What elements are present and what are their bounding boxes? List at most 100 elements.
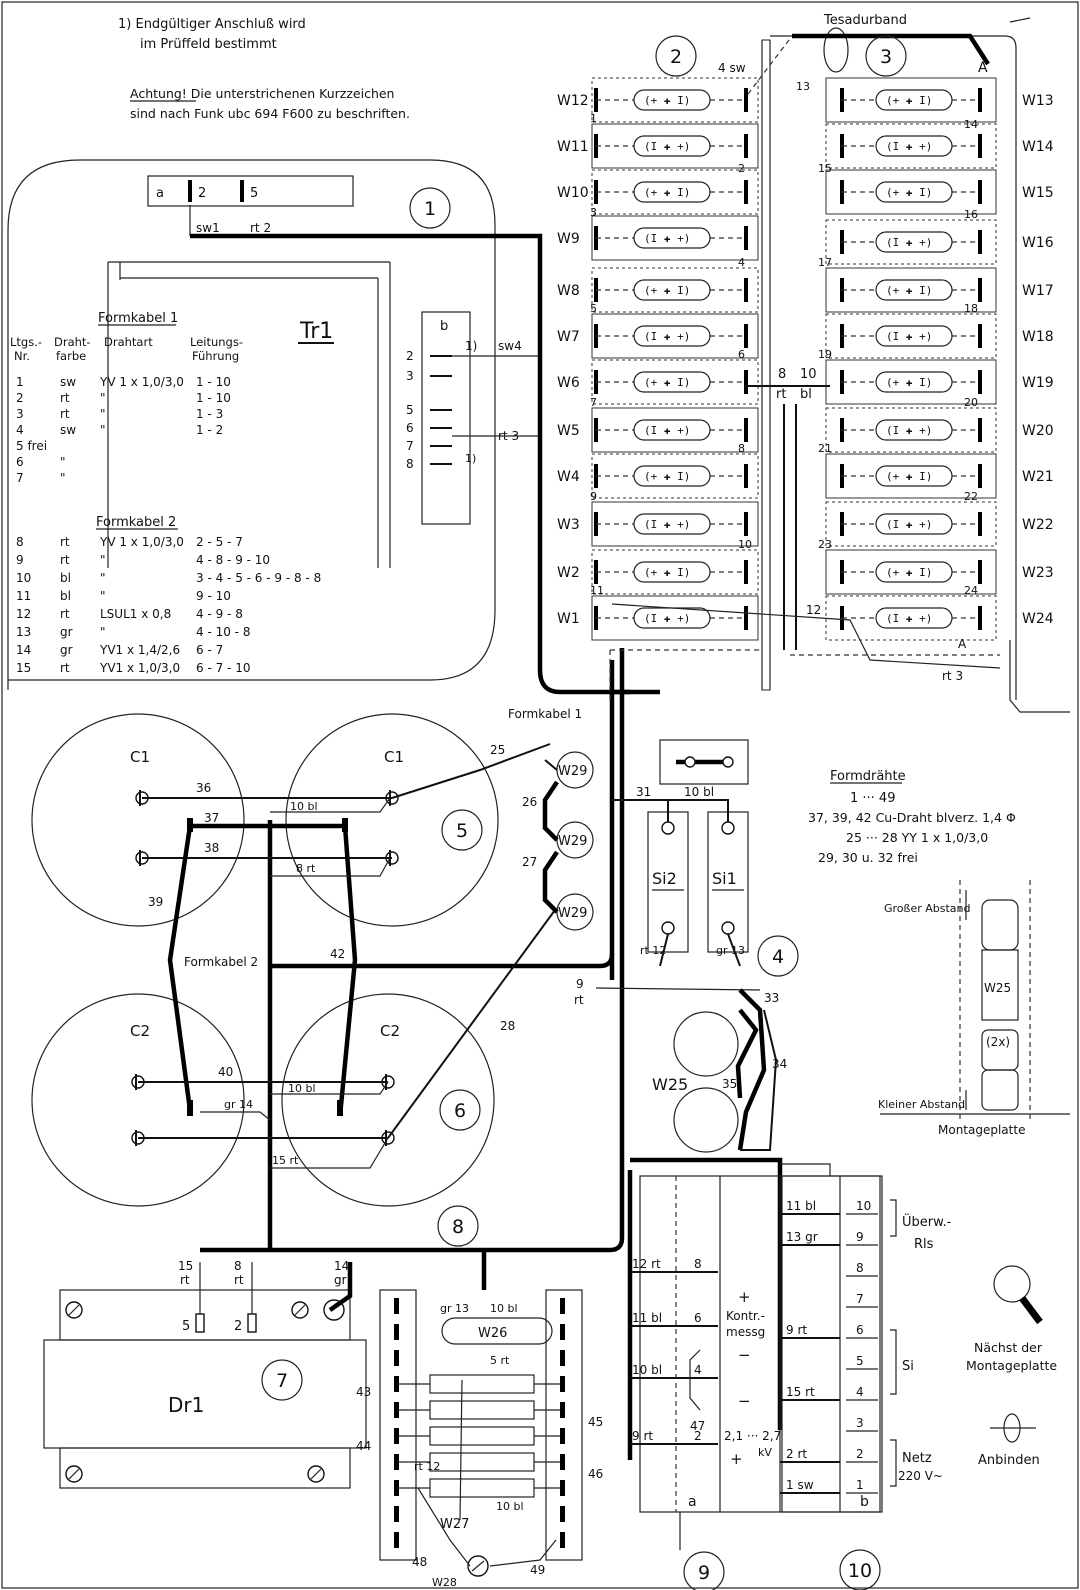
svg-text:W25: W25 [984,981,1011,995]
svg-text:14: 14 [334,1259,349,1273]
rack-wire-number: 5 [590,302,597,315]
formkabel1-cell: " [100,423,106,437]
svg-text:W8: W8 [557,283,580,299]
svg-text:Leitungs-: Leitungs- [190,335,243,349]
svg-text:Drahtart: Drahtart [104,335,153,349]
svg-text:15 rt: 15 rt [272,1154,299,1167]
formkabel2-cell: rt [60,535,70,549]
svg-text:220 V~: 220 V~ [898,1469,943,1483]
svg-text:(I ✚ +): (I ✚ +) [644,612,690,625]
svg-text:A: A [958,637,967,651]
svg-text:(I ✚ +): (I ✚ +) [886,612,932,625]
svg-text:6: 6 [406,421,414,435]
rack-row-W22: W22 [825,501,1054,547]
rectifier-W3: (I ✚ +) [633,513,711,535]
svg-text:5: 5 [406,403,414,417]
svg-text:(+ ✚ I): (+ ✚ I) [886,566,932,579]
rectifier-W19: (+ ✚ I) [875,371,953,393]
reference-circle-9: 9 [683,1551,725,1590]
svg-text:8: 8 [234,1259,242,1273]
capacitor-wiring [138,743,556,1169]
svg-text:W11: W11 [557,139,589,155]
svg-text:(+ ✚ I): (+ ✚ I) [886,284,932,297]
svg-text:Si: Si [902,1359,914,1374]
svg-text:W24: W24 [1022,611,1054,627]
svg-text:(I ✚ +): (I ✚ +) [886,518,932,531]
svg-text:(I ✚ +): (I ✚ +) [886,424,932,437]
rectifier-W4: (+ ✚ I) [633,465,711,487]
svg-text:a: a [688,1494,697,1510]
rectifier-W10: (+ ✚ I) [633,181,711,203]
rectifier-W11: (I ✚ +) [633,135,711,157]
formkabel1-cell: " [100,391,106,405]
rectifier-W1: (I ✚ +) [633,607,711,629]
svg-text:5: 5 [250,186,258,201]
svg-text:a: a [156,186,164,201]
formkabel1-cell: rt [60,391,70,405]
tr1-block-a [147,175,354,207]
formkabel2-cell: gr [60,643,73,657]
svg-text:12: 12 [806,603,821,617]
rectifier-rack [609,17,1070,713]
svg-text:10: 10 [848,1560,872,1582]
svg-text:4 sw: 4 sw [718,61,746,75]
rack-row-W24: W24 [825,595,1054,641]
svg-text:2: 2 [234,1319,242,1334]
svg-text:5 rt: 5 rt [490,1354,510,1367]
rectifier-W16: (I ✚ +) [875,231,953,253]
svg-text:Draht-: Draht- [54,335,91,349]
svg-text:(+ ✚ I): (+ ✚ I) [644,470,690,483]
formkabel2-cell: gr [60,625,73,639]
formkabel2-cell: 6 - 7 [196,643,223,657]
formkabel2-cell: bl [60,589,71,603]
svg-text:Montageplatte: Montageplatte [966,1358,1057,1373]
rack-row-W11: W11 [557,123,759,169]
rectifier-W12: (+ ✚ I) [633,89,711,111]
svg-text:rt 3: rt 3 [942,669,963,683]
rack-wire-number: 7 [590,396,597,409]
svg-text:Ltgs.-: Ltgs.- [10,335,42,349]
panel10-terminal: 1 [856,1478,864,1492]
svg-text:10 bl: 10 bl [290,800,318,813]
formkabel1-cell: 1 - 10 [196,375,231,389]
svg-text:10: 10 [800,367,817,382]
svg-text:9: 9 [698,1562,710,1584]
reference-circle-8: 8 [437,1205,479,1247]
rack-wire-number: 13 [796,80,810,93]
svg-text:Montageplatte: Montageplatte [938,1123,1025,1137]
svg-text:8: 8 [452,1216,464,1238]
panel9-wire: 9 rt [632,1429,653,1443]
tesaband-label: Tesadurband [823,13,907,28]
svg-text:27: 27 [522,855,537,869]
svg-text:W29: W29 [558,906,587,921]
svg-text:W15: W15 [1022,185,1054,201]
reference-circle-7: 7 [261,1359,303,1401]
svg-text:rt: rt [234,1273,244,1287]
svg-text:4: 4 [772,946,784,968]
svg-text:(I ✚ +): (I ✚ +) [886,236,932,249]
svg-text:W12: W12 [557,93,589,109]
rectifier-W18: (I ✚ +) [875,325,953,347]
formkabel1-cell: 3 [16,407,24,421]
note-achtung-1: Achtung! Die unterstrichenen Kurzzeichen [130,86,394,101]
formkabel2-cell: " [100,571,106,585]
formkabel1-cell: 7 [16,471,24,485]
svg-text:W29: W29 [558,764,587,779]
rectifier-W13: (+ ✚ I) [875,89,953,111]
svg-text:5: 5 [182,1319,190,1334]
svg-text:rt: rt [180,1273,190,1287]
svg-text:2: 2 [406,349,414,363]
svg-text:38: 38 [204,841,219,855]
svg-text:37, 39, 42 Cu-Draht blverz. 1,: 37, 39, 42 Cu-Draht blverz. 1,4 Φ [808,810,1016,825]
svg-text:W2: W2 [557,565,580,581]
rack-row-W10: W10 [557,169,759,215]
svg-text:W13: W13 [1022,93,1054,109]
rack-row-W5: W5 [557,407,759,453]
svg-text:Dr1: Dr1 [168,1393,204,1417]
fuse-si2: Si2 [652,869,677,888]
panel9-terminal: 2 [694,1429,702,1443]
svg-text:10 bl: 10 bl [496,1500,524,1513]
formkabel2-cell: LSUL1 x 0,8 [100,607,171,621]
resistor-board: W26 gr 13 10 bl 5 rt rt 12 10 bl W27 W28… [356,1289,603,1589]
